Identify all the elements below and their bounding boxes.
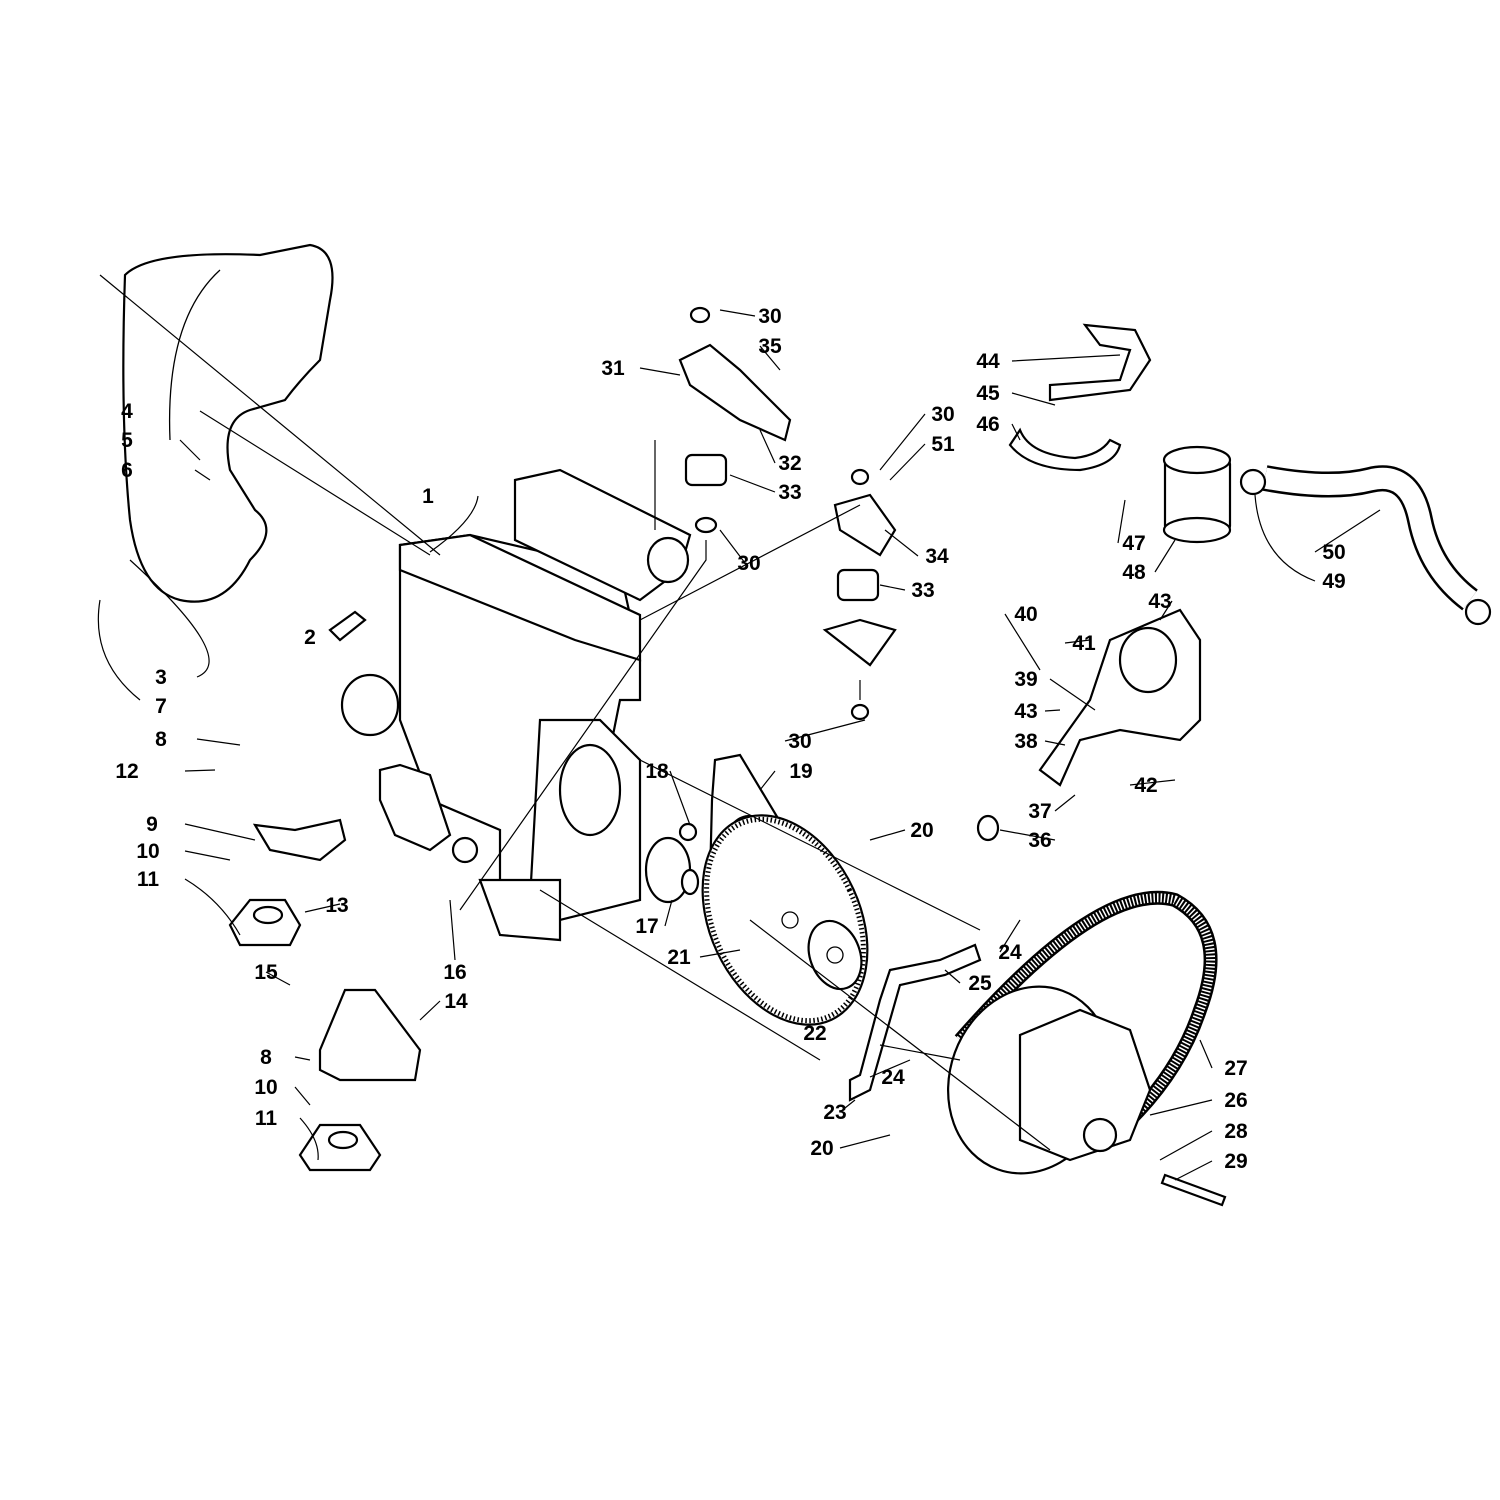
callout-label: 3 (155, 666, 167, 689)
callout-label: 18 (645, 760, 669, 783)
callout-label: 33 (778, 481, 801, 504)
rubber-damper-top (684, 453, 728, 487)
drive-belt (954, 890, 1218, 1125)
callout-label: 24 (881, 1066, 905, 1089)
callout-label: 20 (910, 819, 933, 842)
callout-label: 43 (1014, 700, 1037, 723)
callout-label: 35 (758, 335, 782, 358)
engine-block (398, 468, 692, 942)
callout-label: 15 (254, 961, 278, 984)
callout-label: 16 (443, 961, 466, 984)
callout-label: 31 (601, 357, 625, 380)
callout-label: 20 (810, 1137, 833, 1160)
callout-label: 30 (931, 403, 954, 426)
callout-label: 23 (823, 1101, 846, 1124)
callout-label: 11 (137, 868, 160, 891)
cap-knob (976, 814, 1000, 842)
callout-label: 10 (136, 840, 159, 863)
callout-label: 48 (1122, 561, 1146, 584)
callout-label: 29 (1224, 1150, 1247, 1173)
callout-label: 47 (1122, 532, 1145, 555)
callout-label: 34 (925, 545, 949, 568)
belt-guard (122, 243, 334, 603)
callout-label: 11 (255, 1107, 278, 1130)
callout-label: 6 (121, 459, 133, 482)
callout-label: 36 (1028, 829, 1051, 852)
callout-label: 32 (778, 452, 801, 475)
callout-label: 50 (1322, 541, 1345, 564)
filter-bracket (1008, 427, 1122, 472)
callout-label: 21 (667, 946, 691, 969)
water-pump (340, 673, 400, 737)
callout-label: 51 (931, 433, 955, 456)
leader-lines (97, 274, 1381, 1181)
engine-mount-bracket-top (678, 343, 792, 442)
rubber-damper-right (836, 568, 880, 602)
callout-label: 38 (1014, 730, 1038, 753)
callout-label: 30 (737, 552, 760, 575)
callout-label: 8 (155, 728, 167, 751)
callout-label: 28 (1224, 1120, 1248, 1143)
callout-label: 2 (304, 626, 316, 649)
engine-mount-bracket-right (833, 493, 897, 557)
callout-label: 7 (155, 695, 167, 718)
callout-label: 14 (444, 990, 468, 1013)
callout-label: 1 (422, 485, 434, 508)
callout-label: 13 (325, 894, 348, 917)
callout-label: 44 (976, 350, 1000, 373)
callout-label: 27 (1224, 1057, 1247, 1080)
callout-label: 43 (1148, 590, 1171, 613)
flywheel (701, 814, 869, 1026)
callout-label: 30 (758, 305, 781, 328)
callout-label: 33 (911, 579, 934, 602)
callout-label: 12 (115, 760, 138, 783)
clutch-bracket (848, 943, 982, 1102)
callout-label: 41 (1072, 632, 1096, 655)
pin (328, 610, 367, 642)
callout-label: 40 (1014, 603, 1037, 626)
engine-mount-bracket-lower (318, 988, 422, 1082)
callout-label: 30 (788, 730, 811, 753)
hub-plate (807, 919, 863, 991)
callout-label: 8 (260, 1046, 272, 1069)
starter-motor (378, 763, 452, 852)
callout-label: 37 (1028, 800, 1051, 823)
callout-label: 22 (803, 1022, 826, 1045)
callout-label: 24 (998, 941, 1022, 964)
callout-label: 49 (1322, 570, 1345, 593)
fuel-filter (1162, 445, 1232, 544)
clutch-bolt (1160, 1173, 1227, 1207)
drive-clutch (947, 985, 1152, 1175)
callout-label: 25 (968, 972, 992, 995)
callout-label: 19 (789, 760, 812, 783)
callout-label: 26 (1224, 1089, 1247, 1112)
engine-mount-bracket-upper (252, 818, 347, 862)
callout-label: 42 (1134, 774, 1157, 797)
callout-label: 17 (635, 915, 658, 938)
callout-label: 9 (146, 813, 158, 836)
cable-bracket (1038, 608, 1202, 787)
callout-label: 4 (121, 400, 133, 423)
callout-label: 46 (976, 413, 999, 436)
callout-label: 10 (254, 1076, 277, 1099)
drive-hub (644, 836, 692, 904)
callout-label: 5 (121, 429, 133, 452)
callout-label: 45 (976, 382, 1000, 405)
callout-label: 39 (1014, 668, 1037, 691)
